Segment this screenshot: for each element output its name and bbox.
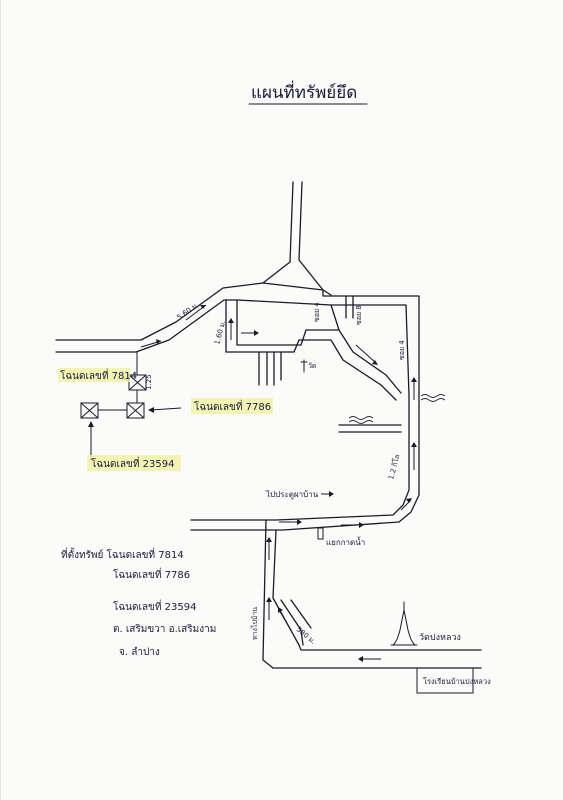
- plot-23594-box: [80, 402, 99, 419]
- route-arrows: [140, 304, 417, 662]
- map-title: แผนที่ทรัพย์ยึด: [251, 80, 357, 103]
- highlight-7786: [191, 398, 273, 414]
- school-box: [416, 667, 474, 694]
- info-line-5: จ. ลำปาง: [119, 647, 160, 658]
- label-plot-7786: โฉนดเลขที่ 7786: [194, 399, 271, 413]
- plot-connectors: [97, 351, 138, 411]
- south-road-inner: [190, 394, 410, 521]
- road-label-soi-b: ซอย 8: [355, 305, 363, 325]
- west-road-bottom-edge: [55, 299, 238, 353]
- landmark-temple-name: วัดปงหลวง: [419, 633, 461, 643]
- waves-left-2: [348, 420, 374, 424]
- waves-right: [420, 394, 446, 398]
- landmark-school: โรงเรียนบ้านปงหลวง: [423, 677, 491, 686]
- label-plot-23594: โฉนดเลขที่ 23594: [91, 456, 174, 470]
- pointer-23594-head: [88, 421, 94, 427]
- road-label-width-c: 1.25: [145, 374, 153, 390]
- east-side-street: [345, 295, 354, 319]
- info-line-2: โฉนดเลขที่ 7786: [113, 567, 190, 581]
- road-label-width-b: 1.60 ม.: [213, 320, 227, 346]
- diagonal-lane: [280, 599, 312, 646]
- central-top-inner: [236, 299, 340, 331]
- road-label-distance: 1.2 กิโล: [386, 453, 401, 480]
- road-label-way-home: ทางไปบ้าน: [250, 607, 259, 640]
- landmark-temple-sign: วัด: [308, 362, 316, 370]
- north-road-left-edge: [262, 181, 294, 284]
- waves-left: [348, 416, 374, 420]
- label-plot-7814: โฉนดเลขที่ 7814: [60, 368, 137, 382]
- highlight-23594: [87, 455, 181, 471]
- pointer-7786: [150, 407, 182, 411]
- pointer-7786-head: [148, 407, 154, 413]
- north-road-right-edge: [298, 181, 324, 291]
- side-street-b: [273, 351, 282, 386]
- pagoda-icon: [390, 601, 418, 646]
- south-road-outer: [190, 394, 420, 531]
- temple-sign-icon: [300, 359, 308, 373]
- side-street-a: [258, 351, 268, 386]
- east-road-inner: [330, 304, 410, 396]
- info-line-3: โฉนดเลขที่ 23594: [113, 599, 196, 613]
- bottom-road-west: [262, 519, 482, 669]
- landmark-market: แยกกาดน้ำ: [326, 536, 365, 547]
- bottom-road-east: [272, 529, 482, 651]
- east-road-outer: [322, 289, 420, 396]
- info-line-1: ที่ตั้งทรัพย์ โฉนดเลขที่ 7814: [61, 547, 184, 561]
- waves-right-2: [420, 398, 446, 402]
- info-line-4: ต. เสริมขวา อ.เสริมงาม: [113, 624, 216, 635]
- highlight-7814: [58, 368, 130, 382]
- west-road-top-edge: [55, 282, 264, 341]
- west-cross-road: [338, 424, 402, 433]
- central-loop-outer: [225, 299, 397, 401]
- road-label-soi-c: ซอย 4: [398, 340, 406, 360]
- road-label-direction: ไปประตูผาบ้าน: [265, 490, 319, 500]
- direction-arrow-head: [329, 491, 334, 497]
- central-loop-inner: [236, 299, 402, 394]
- road-label-soi-a: ซอย 4: [313, 302, 321, 322]
- central-top-edge: [262, 282, 332, 296]
- plot-7786-box: [126, 402, 145, 419]
- market-marker-icon: [317, 527, 324, 540]
